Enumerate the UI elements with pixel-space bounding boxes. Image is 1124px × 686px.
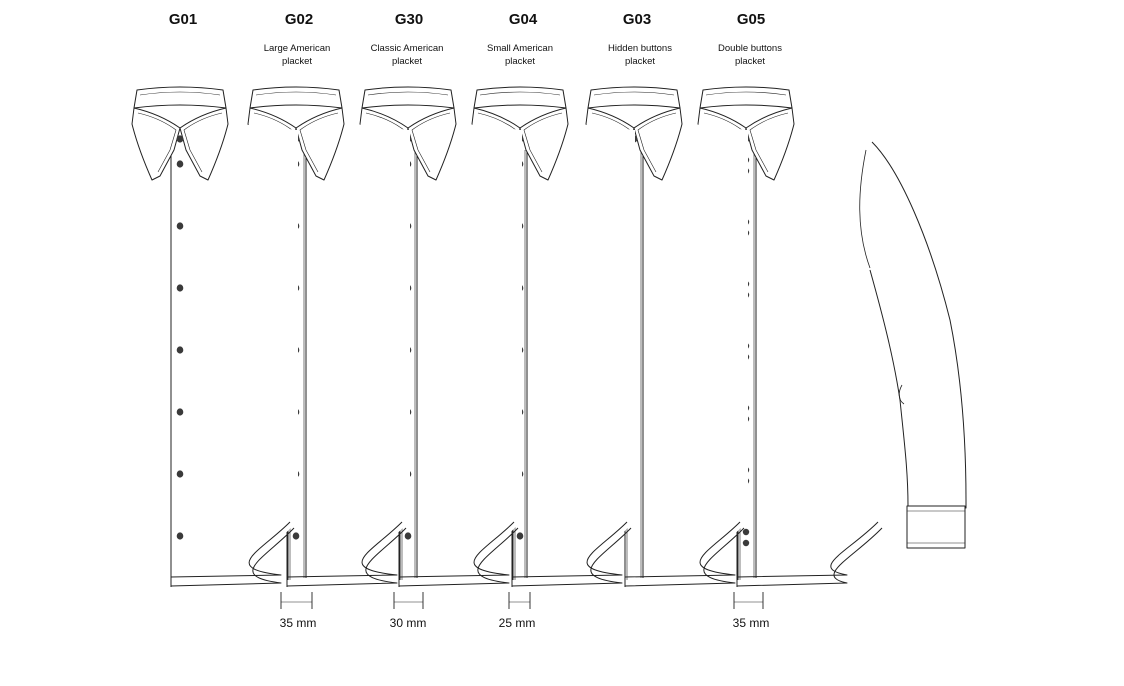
variant-code-g30: G30 <box>394 11 424 28</box>
measurement-g30: 30 mm <box>389 616 427 630</box>
sleeve-seam <box>859 149 871 269</box>
collar-band <box>361 86 455 109</box>
variant-desc-line1: Small American <box>487 43 553 54</box>
button <box>176 284 184 292</box>
dimension-ticks-g02 <box>280 592 313 609</box>
hem-line-inner <box>170 527 295 587</box>
variant-code-g04: G04 <box>508 11 538 28</box>
hem-line <box>398 521 515 578</box>
collar-band-stitch <box>139 91 221 96</box>
dimension-ticks-g30 <box>393 592 424 609</box>
variant-desc-g02: Large American placket <box>237 42 357 68</box>
collar-right-stitch <box>411 112 451 173</box>
collar-button <box>176 135 184 143</box>
button <box>176 160 184 168</box>
measurement-g04: 25 mm <box>498 616 536 630</box>
hem-line-inner <box>736 527 883 587</box>
collar-left-wing <box>131 107 181 181</box>
collar-right-wing <box>179 107 229 181</box>
button <box>404 532 412 540</box>
variant-code-g05: G05 <box>736 11 766 28</box>
sleeve-outline <box>869 141 967 509</box>
button <box>516 532 524 540</box>
collar-right-wing <box>519 107 569 181</box>
hem-line-inner <box>286 527 407 587</box>
variant-desc-line1: Double buttons <box>718 43 782 54</box>
variant-desc-line1: Large American <box>263 43 331 54</box>
collar-right-stitch <box>637 112 677 173</box>
shirt-body-fill <box>171 122 298 580</box>
collar-right-wing <box>295 107 345 181</box>
collar-band <box>473 86 567 109</box>
hem-line-inner <box>511 527 632 587</box>
variant-desc-g03: Hidden buttons placket <box>580 42 700 68</box>
hem-line <box>170 521 291 578</box>
variant-desc-line2: placket <box>391 56 423 67</box>
hem-line <box>736 521 879 578</box>
shirt-bodies <box>131 86 883 587</box>
collar-band <box>133 86 227 109</box>
button <box>176 222 184 230</box>
hem-line-inner <box>398 527 519 587</box>
collar-band <box>587 86 681 109</box>
shirt-g01 <box>131 86 298 587</box>
collar <box>131 86 229 181</box>
collar-band <box>699 86 793 109</box>
collar-right-wing <box>407 107 457 181</box>
dimension-ticks-g05 <box>733 592 764 609</box>
collar-right-wing <box>633 107 683 181</box>
shirt-body-fill <box>512 122 635 580</box>
shirt-body-fill <box>737 122 878 580</box>
cuff <box>906 505 966 549</box>
hem-line-inner <box>624 527 745 587</box>
sleeve <box>859 141 967 549</box>
sleeve-placket <box>898 384 905 405</box>
button <box>742 528 750 536</box>
variant-code-g01: G01 <box>168 11 198 28</box>
variant-desc-line2: placket <box>734 56 766 67</box>
button <box>176 408 184 416</box>
collar-band <box>249 86 343 109</box>
collar-band-stitch <box>705 91 787 96</box>
collar-band-stitch <box>479 91 561 96</box>
variant-code-g03: G03 <box>622 11 652 28</box>
hem-line <box>624 521 741 578</box>
variant-desc-line1: Classic American <box>370 43 444 54</box>
variant-desc-line1: Hidden buttons <box>608 43 672 54</box>
shirt-body-fill <box>399 122 522 580</box>
button <box>292 532 300 540</box>
collar-band-stitch <box>593 91 675 96</box>
hem-line <box>286 521 403 578</box>
collar-band-stitch <box>255 91 337 96</box>
collar-right-wing <box>745 107 795 181</box>
collar-right-stitch <box>299 112 339 173</box>
hem-line <box>511 521 628 578</box>
measurement-g02: 35 mm <box>279 616 317 630</box>
dimension-ticks-g04 <box>508 592 531 609</box>
button <box>176 346 184 354</box>
variant-desc-line2: placket <box>624 56 656 67</box>
shirt-body-fill <box>625 122 748 580</box>
button <box>742 539 750 547</box>
collar-right-stitch <box>523 112 563 173</box>
collar-right-stitch <box>749 112 789 173</box>
collar-right-stitch <box>183 112 223 173</box>
collar-left-stitch <box>137 112 177 173</box>
collar-band-stitch <box>367 91 449 96</box>
shirt-body-fill <box>287 122 410 580</box>
measurement-g05: 35 mm <box>732 616 770 630</box>
variant-desc-g30: Classic American placket <box>347 42 467 68</box>
button <box>176 532 184 540</box>
variant-desc-g04: Small American placket <box>460 42 580 68</box>
variant-desc-line2: placket <box>504 56 536 67</box>
variant-desc-line2: placket <box>281 56 313 67</box>
variant-desc-g05: Double buttons placket <box>690 42 810 68</box>
button <box>176 470 184 478</box>
variant-code-g02: G02 <box>284 11 314 28</box>
